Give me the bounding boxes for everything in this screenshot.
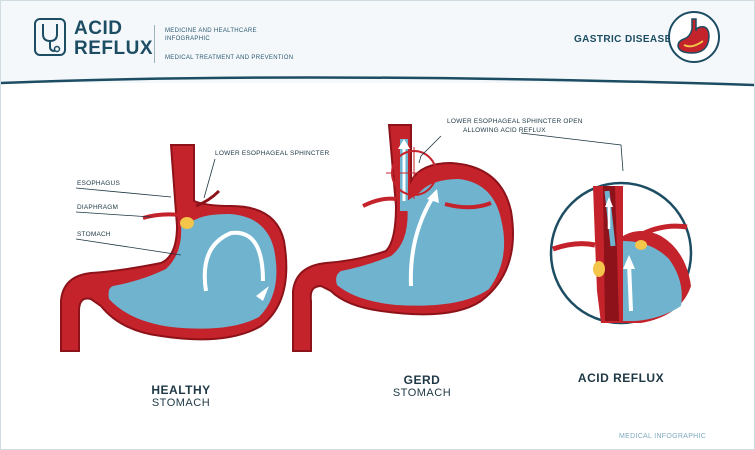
esophagus-pointer (75, 187, 172, 198)
esophagus-wall (603, 186, 619, 321)
zoom-pointer (520, 132, 624, 172)
diaphragm-label: DIAPHRAGM (77, 204, 119, 211)
subtitle-line: MEDICINE AND HEALTHCARE (165, 28, 257, 34)
subtitle-line: INFOGRAPHIC (165, 36, 210, 42)
diaphragm (362, 196, 397, 208)
arrow-head (427, 189, 439, 203)
gastric-disease-label: GASTRIC DISEASE (574, 34, 672, 45)
fat-tissue (593, 261, 605, 277)
les-open-pointer (418, 135, 442, 164)
diaphragm-pointer (75, 211, 152, 218)
healthy-stomach-caption: HEALTHY STOMACH (151, 383, 211, 409)
les-label: LOWER ESOPHAGEAL SPHINCTER (215, 150, 330, 157)
diaphragm (142, 212, 180, 220)
stomach-acid (108, 214, 277, 329)
les-pointer (203, 158, 216, 199)
acid-flow-arrow (202, 230, 265, 292)
les-open-label-2: ALLOWING ACID REFLUX (463, 127, 546, 134)
subtitle-line: MEDICAL TREATMENT AND PREVENTION (165, 55, 294, 61)
app-title: ACID REFLUX (74, 18, 153, 59)
diaphragm (635, 223, 688, 240)
fat-tissue (635, 240, 647, 250)
acid-reflux-closeup (549, 181, 693, 325)
acid-reflux-caption: ACID REFLUX (577, 371, 665, 385)
stomach-acid (336, 179, 505, 306)
footer-label: MEDICAL INFOGRAPHIC (619, 433, 707, 440)
gerd-stomach-caption: GERD STOMACH (392, 373, 452, 399)
arrow-head (605, 197, 613, 207)
gerd-stomach-illustration (292, 124, 624, 352)
arrow-head (623, 255, 635, 269)
diaphragm (552, 241, 596, 252)
header-bar: ACID REFLUX MEDICINE AND HEALTHCARE INFO… (1, 1, 754, 83)
stomach-label: STOMACH (77, 231, 111, 238)
fat-tissue (180, 217, 194, 229)
les-open-label: LOWER ESOPHAGEAL SPHINCTER OPEN (447, 118, 583, 125)
healthy-stomach-illustration (60, 144, 288, 352)
diaphragm (444, 201, 492, 210)
stomach-pointer (75, 238, 182, 256)
acid-flow-arrow (408, 195, 435, 287)
arrow-head (398, 139, 410, 149)
header-stripe (1, 76, 754, 87)
acid-pool (623, 241, 682, 321)
reflux-arrow (627, 262, 633, 312)
stomach-badge-icon (668, 11, 720, 63)
header-divider (154, 25, 155, 63)
stethoscope-icon (34, 18, 66, 56)
les-muscle (195, 189, 221, 208)
esophagus-label: ESOPHAGUS (77, 180, 120, 187)
arrow-head (256, 286, 269, 301)
